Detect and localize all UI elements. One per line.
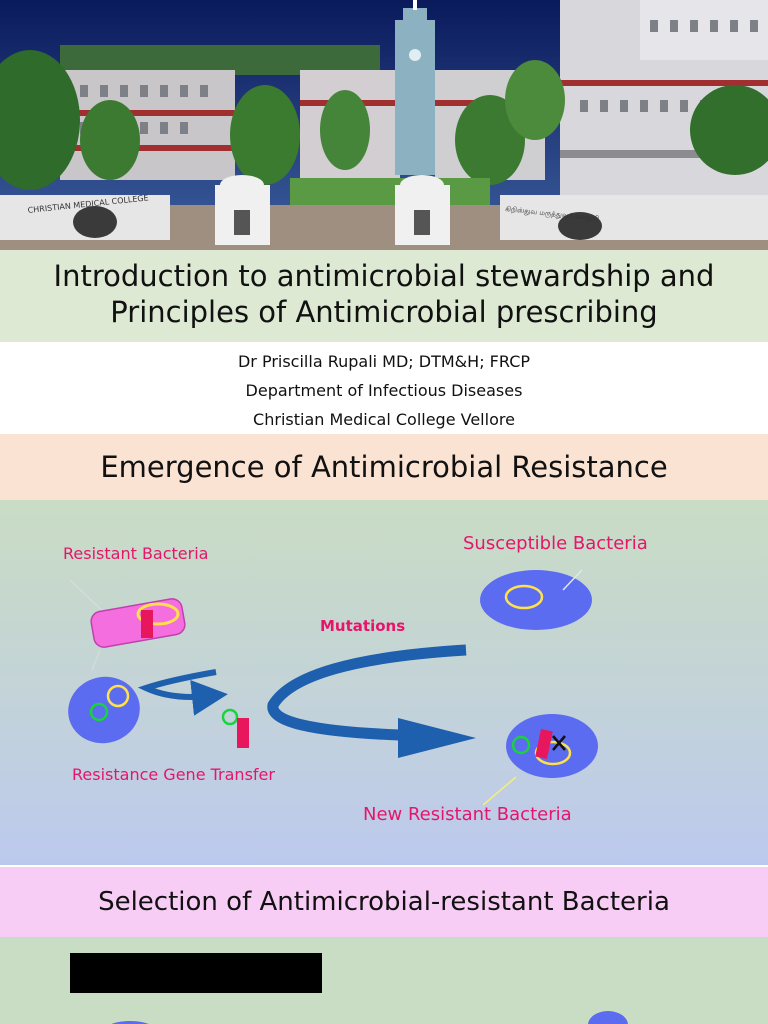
slide3-title: Selection of Antimicrobial-resistant Bac… xyxy=(98,887,670,917)
slide1-title-line1: Introduction to antimicrobial stewardshi… xyxy=(53,259,715,293)
new-resistant-cell xyxy=(506,714,598,778)
pointer-line xyxy=(91,649,101,671)
campus-photo-illustration: CHRISTIAN MEDICAL COLLEGE கிறிஸ்துவ மருத… xyxy=(0,0,768,250)
author-name: Dr Priscilla Rupali MD; DTM&H; FRCP xyxy=(237,352,531,371)
label-susceptible-bacteria: Susceptible Bacteria xyxy=(463,533,648,554)
slide3-title-band: Selection of Antimicrobial-resistant Bac… xyxy=(0,867,768,937)
resistance-diagram-illustration xyxy=(68,569,598,806)
pointer-line xyxy=(562,569,583,591)
slide1-byline: Dr Priscilla Rupali MD; DTM&H; FRCP Depa… xyxy=(0,342,768,434)
author-department: Department of Infectious Diseases xyxy=(245,381,523,400)
label-mutations: Mutations xyxy=(320,617,406,635)
resistant-bacterium-rod xyxy=(90,598,186,648)
clock-tower xyxy=(395,20,435,175)
resistance-gene xyxy=(535,729,553,759)
resistance-diagram: Resistant Bacteria Susceptible Bacteria … xyxy=(0,500,768,865)
slide3-body xyxy=(0,937,768,1024)
mutation-mark-icon xyxy=(552,735,566,751)
resistance-gene xyxy=(237,718,249,748)
mutation-arrow-head xyxy=(398,718,476,758)
author-institution: Christian Medical College Vellore xyxy=(253,410,515,429)
slide1-title-band: Introduction to antimicrobial stewardshi… xyxy=(0,250,768,342)
redaction-bar xyxy=(70,953,322,993)
slide1-title-line2: Principles of Antimicrobial prescribing xyxy=(110,295,658,329)
plasmid-green xyxy=(89,702,109,722)
slide3-cells xyxy=(111,1011,628,1024)
plasmid-green xyxy=(221,708,239,726)
resistance-gene xyxy=(141,610,153,638)
slide2-title-band: Emergence of Antimicrobial Resistance xyxy=(0,434,768,500)
plasmid-yellow xyxy=(106,684,130,708)
plasmid-green xyxy=(511,735,531,755)
label-resistant-bacteria: Resistant Bacteria xyxy=(63,544,209,563)
transfer-arrow xyxy=(137,669,228,716)
pointer-line xyxy=(482,776,517,806)
donor-cell xyxy=(68,676,140,744)
cell-partial xyxy=(111,1021,149,1024)
label-new-resistant: New Resistant Bacteria xyxy=(363,804,572,825)
slide2-title: Emergence of Antimicrobial Resistance xyxy=(100,450,668,484)
plasmid-yellow xyxy=(504,584,544,610)
campus-photo: CHRISTIAN MEDICAL COLLEGE கிறிஸ்துவ மருத… xyxy=(0,0,768,250)
label-gene-transfer: Resistance Gene Transfer xyxy=(72,765,275,784)
plasmid-yellow xyxy=(136,602,180,626)
susceptible-cell xyxy=(480,570,592,630)
cell-partial xyxy=(588,1011,628,1024)
mutation-arrow-shaft xyxy=(267,644,467,741)
